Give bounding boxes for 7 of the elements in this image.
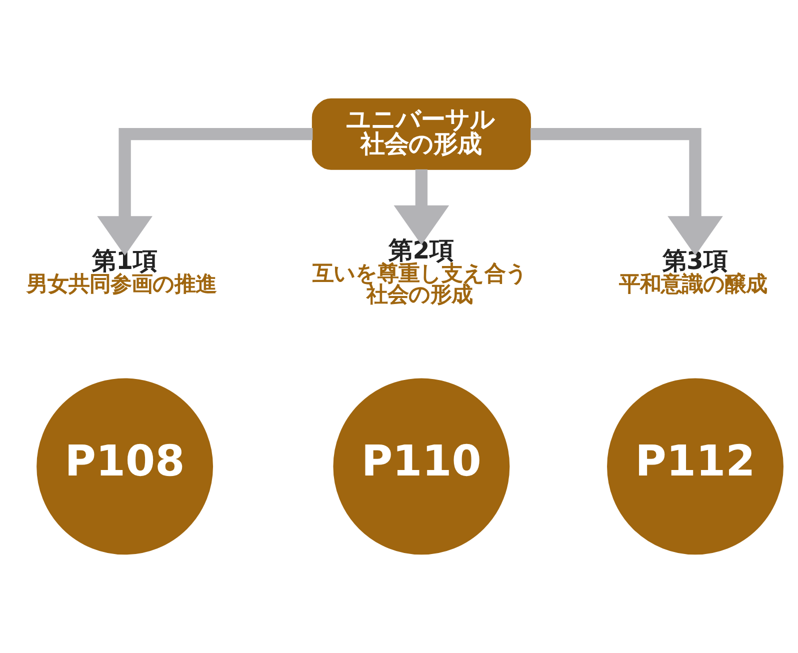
arrow	[394, 169, 450, 245]
node-circle: P108	[36, 378, 214, 555]
arrow	[97, 128, 313, 256]
arrow	[530, 128, 723, 256]
node-circle: P112	[607, 378, 784, 555]
node-circle: P110	[333, 378, 510, 555]
node-box: ユニバーサル社会の形成	[312, 98, 531, 170]
